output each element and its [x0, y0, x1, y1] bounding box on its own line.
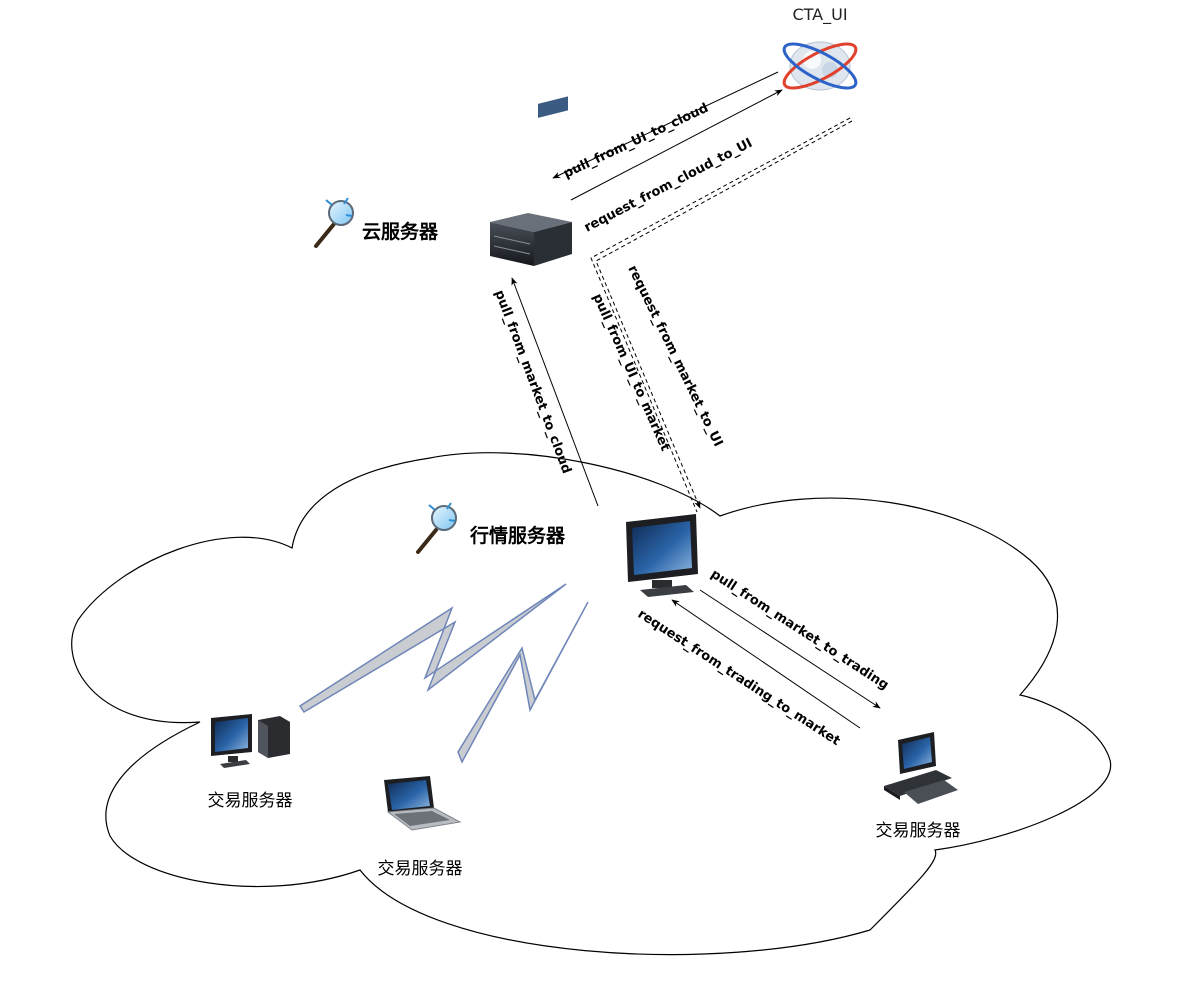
- edge-request-from-market-to-ui: request_from_market_to_UI: [624, 263, 725, 449]
- trading-server-label: 交易服务器: [876, 821, 961, 841]
- workstation-icon: [884, 732, 958, 804]
- cloud-server-node: 云服务器: [314, 96, 572, 266]
- cloud-server-label: 云服务器: [362, 220, 439, 243]
- edge-label: request_from_market_to_UI: [624, 263, 725, 449]
- rack-server-icon: [490, 96, 572, 266]
- edge-pull-from-ui-to-market: pull_from_UI_to_market: [589, 117, 853, 513]
- magnifier-icon: [416, 502, 457, 554]
- globe-orbit-icon: [782, 41, 858, 91]
- wireless-link-bolt-2: [457, 601, 589, 764]
- edge-request-from-trading-to-market: request_from_trading_to_market: [635, 599, 861, 749]
- edge-pull-from-market-to-cloud: pull_from_market_to_cloud: [491, 277, 599, 507]
- network-cloud: [71, 452, 1112, 956]
- laptop-icon: [384, 776, 462, 831]
- market-server-node: 行情服务器: [416, 502, 698, 597]
- edge-pull-from-ui-to-cloud: pull_from_UI_to_cloud: [552, 71, 779, 182]
- trading-server-workstation-node: 交易服务器: [876, 732, 961, 841]
- wireless-link-bolt-1: [298, 583, 567, 714]
- trading-server-label: 交易服务器: [208, 791, 293, 811]
- monitor-icon: [626, 514, 698, 597]
- trading-server-desktop-node: 交易服务器: [208, 714, 293, 811]
- edge-pull-from-market-to-trading: pull_from_market_to_trading: [699, 567, 891, 709]
- trading-server-label: 交易服务器: [378, 859, 463, 879]
- trading-server-laptop-node: 交易服务器: [378, 776, 463, 879]
- desktop-tower-icon: [211, 714, 290, 768]
- cta-ui-node: CTA_UI: [782, 5, 858, 91]
- magnifier-icon: [314, 197, 354, 248]
- market-server-label: 行情服务器: [469, 524, 566, 547]
- edge-label: pull_from_market_to_cloud: [491, 288, 574, 476]
- cta-ui-label: CTA_UI: [792, 5, 847, 25]
